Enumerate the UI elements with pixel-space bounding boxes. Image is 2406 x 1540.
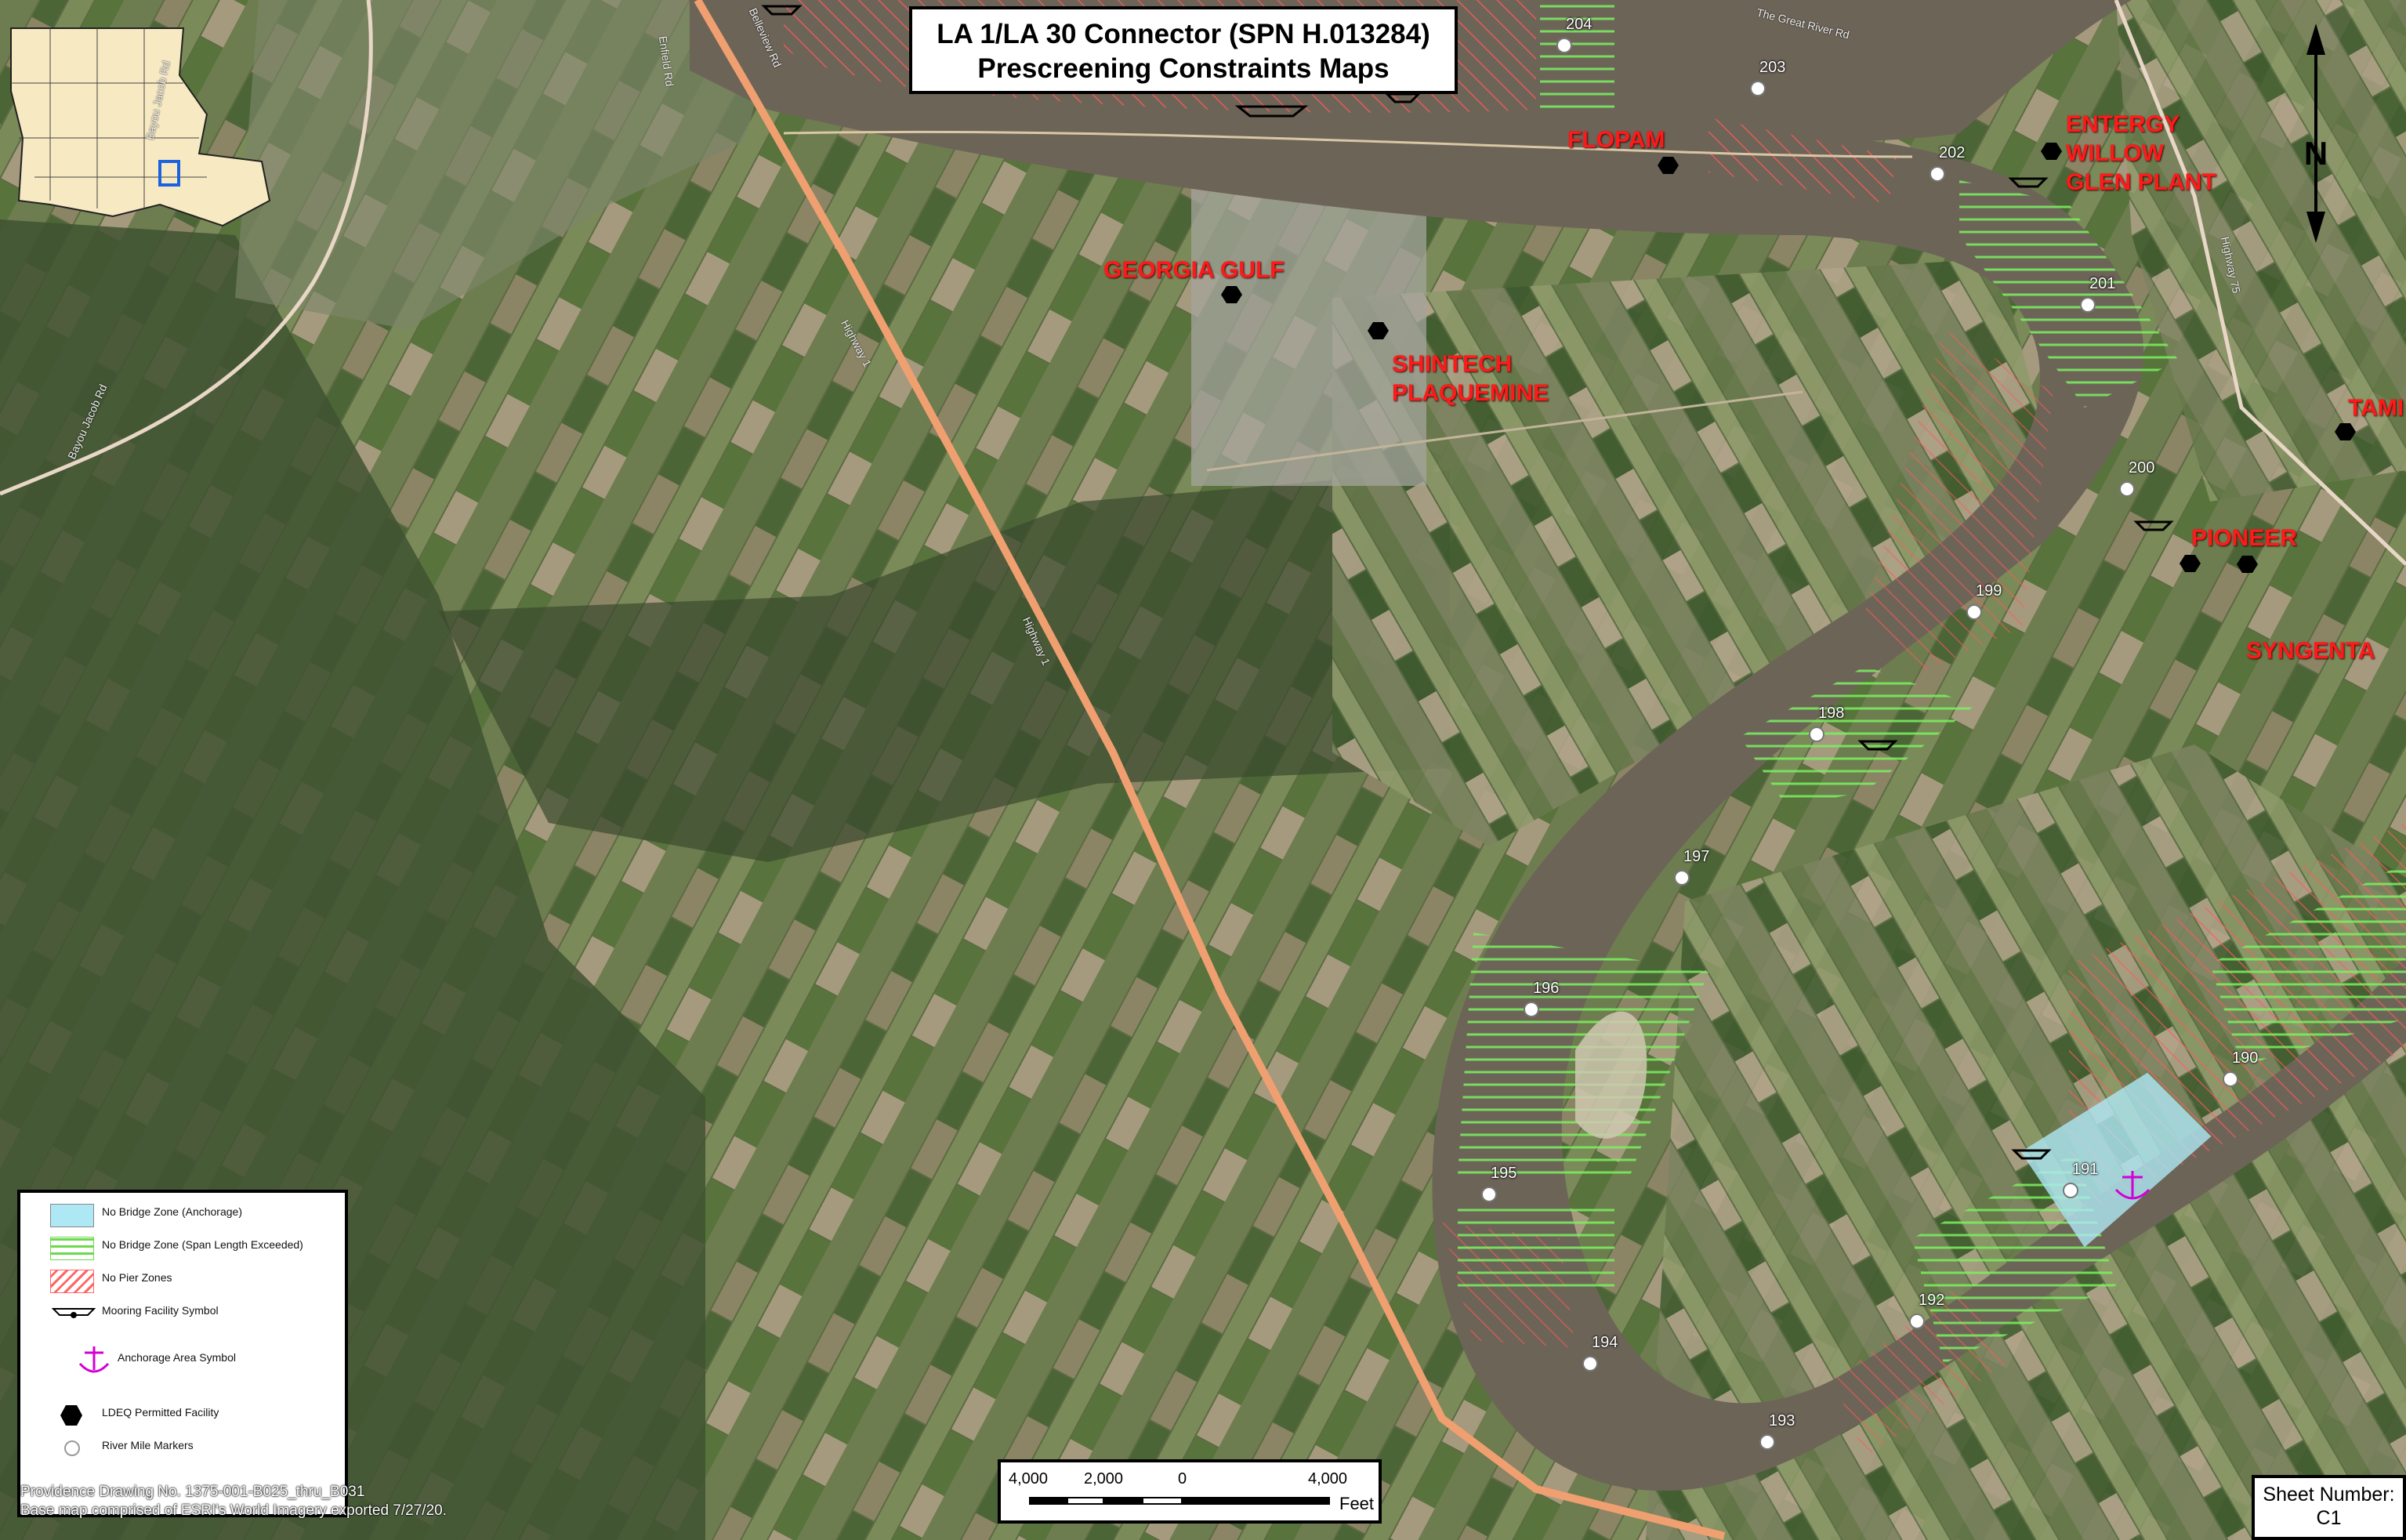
sheet-number-label: Sheet Number: [2263, 1484, 2395, 1506]
base-map-source: Base map comprised of ESRI's World Image… [20, 1502, 447, 1519]
scale-segment [1067, 1497, 1104, 1505]
legend-row: LDEQ Permitted Facility [20, 1398, 345, 1429]
anchor-icon [78, 1346, 110, 1373]
facility-label-line: GLEN PLANT [2066, 169, 2216, 195]
river-mile-label: 201 [2089, 275, 2116, 292]
river-mile-marker [2080, 297, 2096, 313]
facility-label-line: SHINTECH [1392, 351, 1513, 377]
scale-segment [1183, 1497, 1330, 1505]
facility-label-line: WILLOW [2066, 140, 2164, 166]
scale-label: 4,000 [1009, 1470, 1049, 1487]
legend-label: River Mile Markers [102, 1439, 194, 1451]
legend: No Bridge Zone (Anchorage) No Bridge Zon… [17, 1190, 348, 1517]
river-mile-marker [1809, 727, 1824, 742]
map-title-box: LA 1/LA 30 Connector (SPN H.013284) Pres… [909, 6, 1458, 94]
legend-label: No Pier Zones [102, 1271, 172, 1284]
north-arrow-icon: N [2304, 24, 2328, 243]
river-mile-label: 204 [1566, 16, 1593, 33]
legend-label: Mooring Facility Symbol [102, 1304, 219, 1317]
mooring-icon [52, 1308, 96, 1318]
river-mile-marker [1750, 81, 1766, 96]
river-mile-label: 196 [1533, 980, 1560, 997]
facility-label-tami: TAMI [2348, 395, 2404, 421]
river-mile-marker-icon [64, 1440, 80, 1456]
legend-label: No Bridge Zone (Anchorage) [102, 1205, 242, 1218]
map-title: LA 1/LA 30 Connector (SPN H.013284) [937, 19, 1430, 49]
scale-unit: Feet [1339, 1494, 1375, 1513]
river-mile-marker [2063, 1183, 2078, 1198]
river-mile-marker [1481, 1187, 1497, 1202]
legend-row: No Pier Zones [20, 1263, 345, 1295]
river-mile-label: 199 [1976, 582, 2002, 600]
louisiana-inset-map [10, 27, 271, 227]
river-mile-marker [1556, 38, 1572, 53]
sheet-number-box: Sheet Number: C1 [2252, 1475, 2406, 1540]
north-label: N [2304, 135, 2328, 172]
river-mile-marker [1582, 1356, 1598, 1372]
river-mile-label: 191 [2072, 1161, 2099, 1178]
river-mile-label: 203 [1759, 59, 1786, 76]
no-pier-swatch [50, 1270, 94, 1293]
facility-label-line: ENTERGY [2066, 111, 2180, 137]
anchorage-zone-swatch [50, 1204, 94, 1227]
legend-label: No Bridge Zone (Span Length Exceeded) [102, 1238, 303, 1251]
river-mile-marker [2223, 1071, 2238, 1087]
river-mile-label: 194 [1592, 1334, 1618, 1351]
facility-label-entergy: ENTERGY WILLOW GLEN PLANT [2066, 110, 2216, 197]
river-mile-marker [1909, 1314, 1925, 1329]
scale-label: 0 [1178, 1470, 1187, 1487]
map-credits: Providence Drawing No. 1375-001-B025_thr… [20, 1483, 447, 1520]
river-mile-marker [1524, 1002, 1539, 1017]
scale-label: 2,000 [1084, 1470, 1124, 1487]
river-mile-marker [1759, 1434, 1775, 1450]
legend-row: No Bridge Zone (Anchorage) [20, 1198, 345, 1229]
facility-label-syngenta: SYNGENTA [2246, 638, 2375, 664]
facility-label-pioneer: PIONEER [2191, 525, 2298, 551]
legend-row: River Mile Markers [20, 1431, 345, 1462]
river-mile-label: 195 [1491, 1165, 1517, 1182]
facility-label-line: PLAQUEMINE [1392, 380, 1549, 406]
legend-row: No Bridge Zone (Span Length Exceeded) [20, 1230, 345, 1262]
river-mile-label: 200 [2129, 459, 2155, 476]
scale-segment [1104, 1497, 1142, 1505]
river-mile-marker [1674, 870, 1690, 886]
scale-segment [1029, 1497, 1067, 1505]
map-subtitle: Prescreening Constraints Maps [977, 53, 1390, 84]
river-mile-label: 197 [1683, 848, 1710, 865]
facility-label-flopam: FLOPAM [1567, 127, 1665, 153]
river-mile-label: 190 [2232, 1049, 2259, 1067]
river-mile-label: 192 [1919, 1292, 1945, 1309]
scale-bar: 4,000 2,000 0 4,000 Feet [998, 1459, 1382, 1524]
legend-label: LDEQ Permitted Facility [102, 1406, 219, 1419]
legend-row: Mooring Facility Symbol [20, 1296, 345, 1328]
river-mile-marker [2119, 481, 2135, 497]
river-mile-marker [1930, 166, 1945, 182]
ldeq-facility-icon [60, 1405, 82, 1426]
scale-segment [1142, 1497, 1183, 1505]
facility-label-georgia-gulf: GEORGIA GULF [1103, 257, 1285, 283]
river-mile-label: 193 [1769, 1412, 1795, 1429]
river-mile-label: 198 [1818, 705, 1845, 722]
river-mile-marker [1966, 604, 1982, 620]
drawing-number: Providence Drawing No. 1375-001-B025_thr… [20, 1484, 365, 1500]
legend-row: Anchorage Area Symbol [20, 1343, 345, 1375]
legend-label: Anchorage Area Symbol [118, 1351, 236, 1364]
span-exceeded-swatch [50, 1237, 94, 1260]
river-mile-label: 202 [1939, 144, 1966, 161]
scale-label: 4,000 [1308, 1470, 1348, 1487]
sheet-number: C1 [2316, 1507, 2342, 1529]
facility-label-shintech: SHINTECH PLAQUEMINE [1392, 350, 1549, 408]
